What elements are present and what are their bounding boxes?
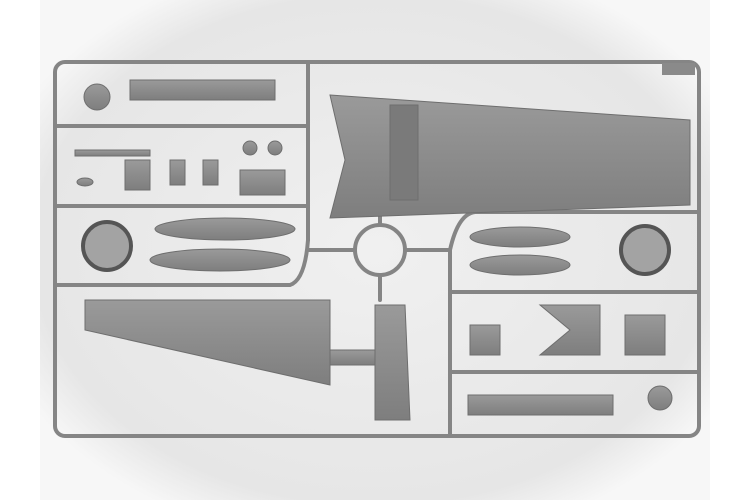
background (40, 0, 710, 500)
fuselage-left (374, 304, 411, 421)
fuselage-wing-right (329, 94, 691, 219)
drop-tank-4 (469, 254, 571, 276)
kit-parts (74, 79, 691, 421)
drop-tank-3 (469, 226, 571, 248)
engine-cowl-left (81, 220, 133, 272)
wheel-bottom-right (647, 385, 673, 411)
long-part-top (129, 79, 276, 101)
engine-cowl-right (619, 224, 671, 276)
sprue-tab (662, 63, 695, 75)
long-part-bottom (467, 394, 614, 416)
drop-tank-2 (149, 248, 291, 272)
drop-tank-1 (154, 217, 296, 241)
wing-left (84, 299, 331, 386)
wheel-top-left (83, 83, 111, 111)
